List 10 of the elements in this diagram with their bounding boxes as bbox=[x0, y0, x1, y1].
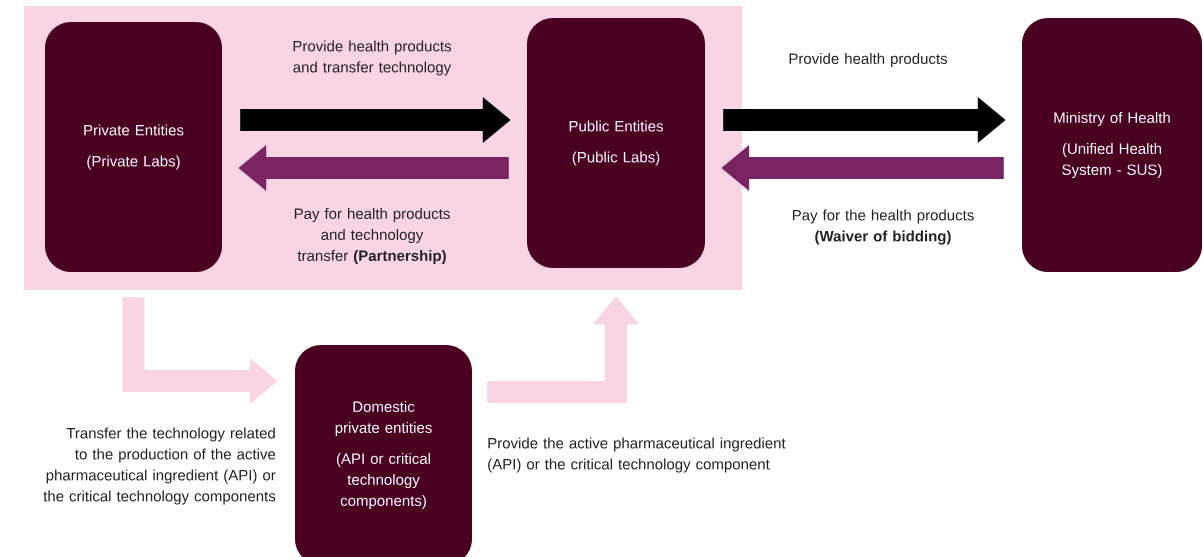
entity-box: Private Entities (Private Labs) bbox=[45, 22, 222, 272]
edge-label: Transfer the technology related to the production of the active pharmaceutical ingredient (API) or the critical technology components bbox=[43, 427, 276, 505]
edge-label: Pay for health products and technology transfer (Partnership) bbox=[294, 208, 450, 264]
entity-box: Public Entities (Public Labs) bbox=[527, 18, 705, 268]
entity-box: Domestic private entities (API or critical technology components) bbox=[295, 345, 472, 557]
edge-label: Pay for the health products (Waiver of bidding) bbox=[792, 209, 974, 245]
entity-box: Ministry of Health (Unified Health System - SUS) bbox=[1022, 18, 1202, 272]
edge-label: Provide the active pharmaceutical ingredient (API) or the critical technology component bbox=[488, 437, 786, 473]
edge-label: Provide health products and transfer technology bbox=[293, 40, 452, 76]
edge-label: Provide health products bbox=[789, 53, 948, 67]
